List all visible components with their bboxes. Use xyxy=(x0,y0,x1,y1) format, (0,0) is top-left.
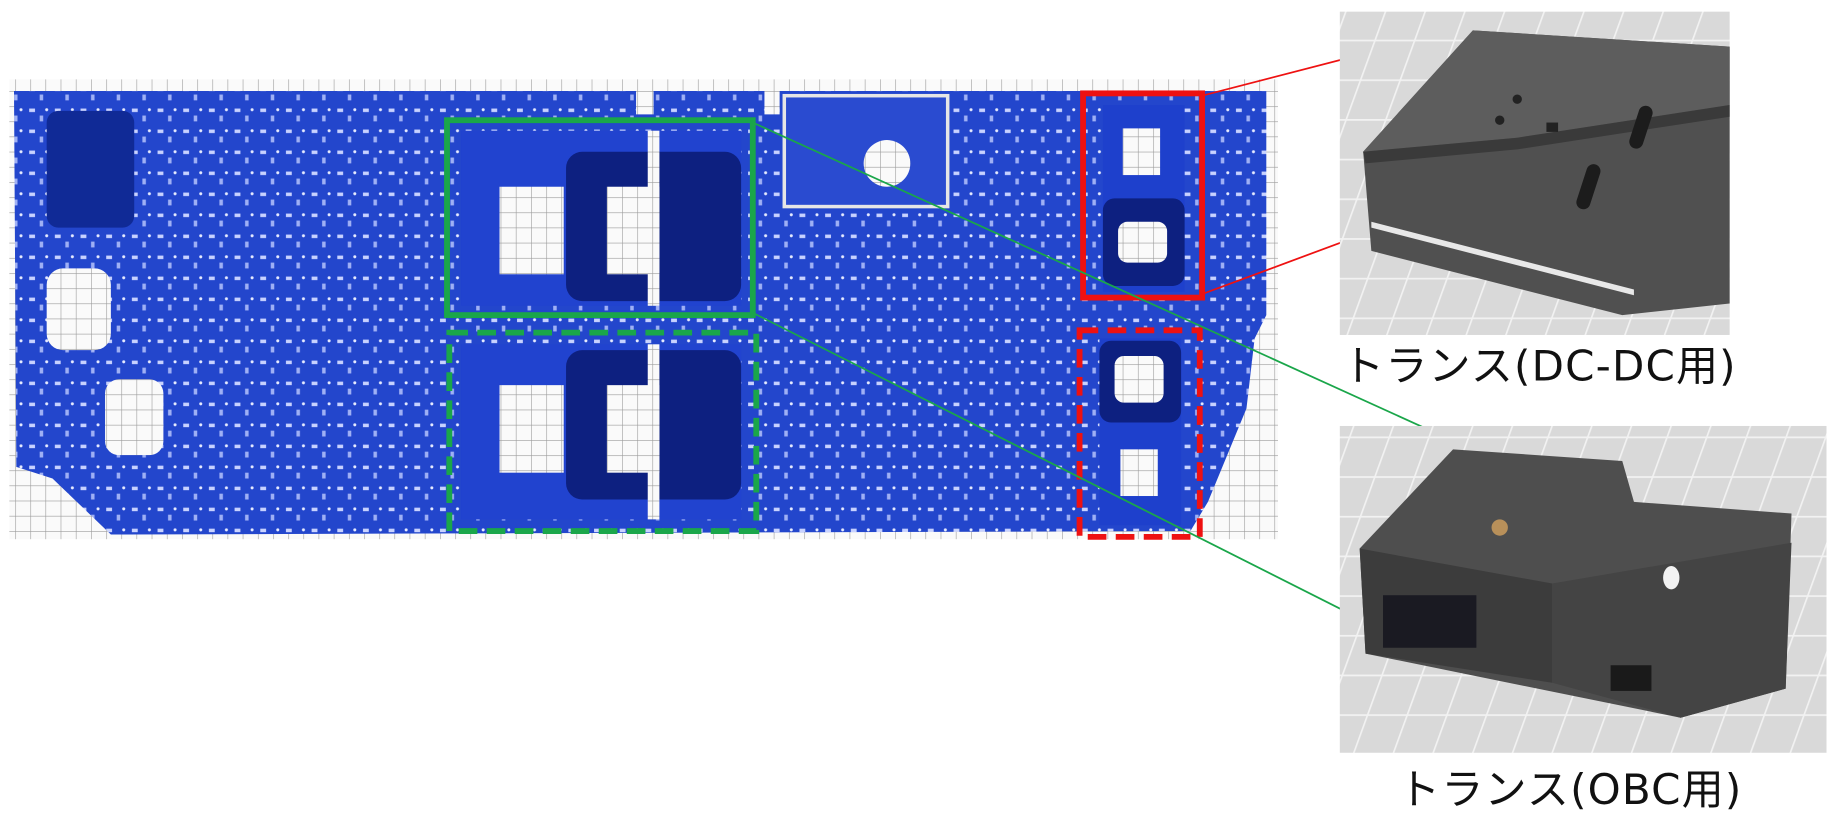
dcdc-transformer-label: トランス(DC-DC用) xyxy=(1342,343,1737,391)
dcdc-callout-line-bottom xyxy=(1201,232,1366,295)
obc-callout-line-bottom xyxy=(752,312,1361,620)
dcdc-highlight-box-dashed xyxy=(1076,327,1203,540)
dcdc-highlight-box-solid xyxy=(1080,90,1206,301)
obc-transformer-footprint-bottom xyxy=(461,344,742,520)
dcdc-transformer-footprint-top xyxy=(1102,105,1185,292)
obc-highlight-box-solid xyxy=(444,117,756,319)
obc-callout-line-top xyxy=(752,121,1460,445)
obc-highlight-box-dashed xyxy=(446,329,760,534)
obc-transformer-photo xyxy=(1339,425,1827,753)
dcdc-transformer-photo xyxy=(1339,11,1730,335)
obc-transformer-label: トランス(OBC用) xyxy=(1398,766,1743,814)
pcb-photo xyxy=(9,79,1278,540)
obc-transformer-footprint-top xyxy=(461,130,742,306)
dcdc-transformer-footprint-bottom xyxy=(1099,338,1182,526)
